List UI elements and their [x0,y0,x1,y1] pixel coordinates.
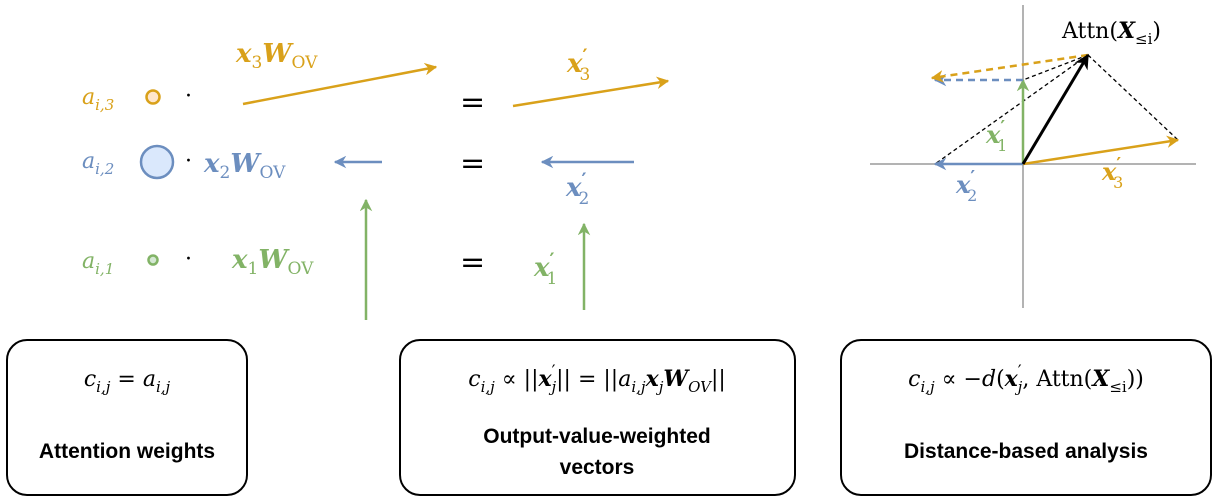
plot-vector-x3 [1022,135,1180,166]
dashed-line-to-x2 [934,54,1089,165]
result-label-3: x′3 [566,45,590,85]
row-2: ai,2 · x2WOV = x′2 [82,144,634,209]
box-title-2-line-2: vectors [560,456,635,479]
equals-sign-2: = [460,146,485,181]
result-vector-arrow-3 [512,76,670,108]
plot-label-x3: x′3 [1101,154,1123,192]
box-title-1: Attention weights [39,440,215,463]
box-title-2-line-1: Output-value-weighted [483,425,711,448]
vector-plot: Attn(X≤i) x′1 x′2 x′3 [870,5,1196,308]
weight-label-1: ai,1 [82,249,114,278]
dashed-line-to-x3 [1087,54,1179,141]
result-label-1: x′1 [533,249,557,289]
equals-sign-1: = [460,245,485,280]
dashed-line-to-x1 [1022,54,1089,81]
result-label-2: x′2 [565,169,589,209]
dot-operator-3: · [185,84,192,109]
transform-label-3: x3WOV [235,39,318,73]
box-distance-based: ci,j ∝ −d(x′j, Attn(X≤i)) Distance-based… [840,339,1212,496]
transformed-vector-arrow-3 [242,62,438,106]
attention-output-label: Attn(X≤i) [1061,18,1161,48]
weight-label-2: ai,2 [82,149,114,178]
weight-circle-2 [139,144,175,180]
dot-operator-1: · [185,247,192,272]
weight-circle-3 [145,89,161,105]
transform-label-2: x2WOV [203,149,286,183]
box-title-3: Distance-based analysis [904,440,1148,463]
box-formula-1: ci,j = ai,j [84,367,171,396]
row-1: ai,1 · x1WOV = x′1 [82,198,591,320]
box-attention-weights: ci,j = ai,j Attention weights [6,339,248,496]
weight-circle-1 [147,254,159,266]
plot-label-x2: x′2 [955,167,977,205]
box-output-value-weighted: ci,j ∝ ||x′j|| = ||ai,jxjWOV|| Output-va… [399,339,796,496]
plot-label-x1: x′1 [985,117,1007,155]
equals-sign-3: = [460,85,485,120]
shifted-vector-x3 [930,53,1089,83]
box-formula-2: ci,j ∝ ||x′j|| = ||ai,jxjWOV|| [468,362,726,396]
dot-operator-2: · [185,149,192,174]
box-formula-3: ci,j ∝ −d(x′j, Attn(X≤i)) [908,362,1144,396]
transform-label-1: x1WOV [231,245,314,279]
attention-output-vector [1021,53,1090,165]
row-3: ai,3 · x3WOV = x′3 [82,39,670,120]
weight-label-3: ai,3 [82,85,114,114]
